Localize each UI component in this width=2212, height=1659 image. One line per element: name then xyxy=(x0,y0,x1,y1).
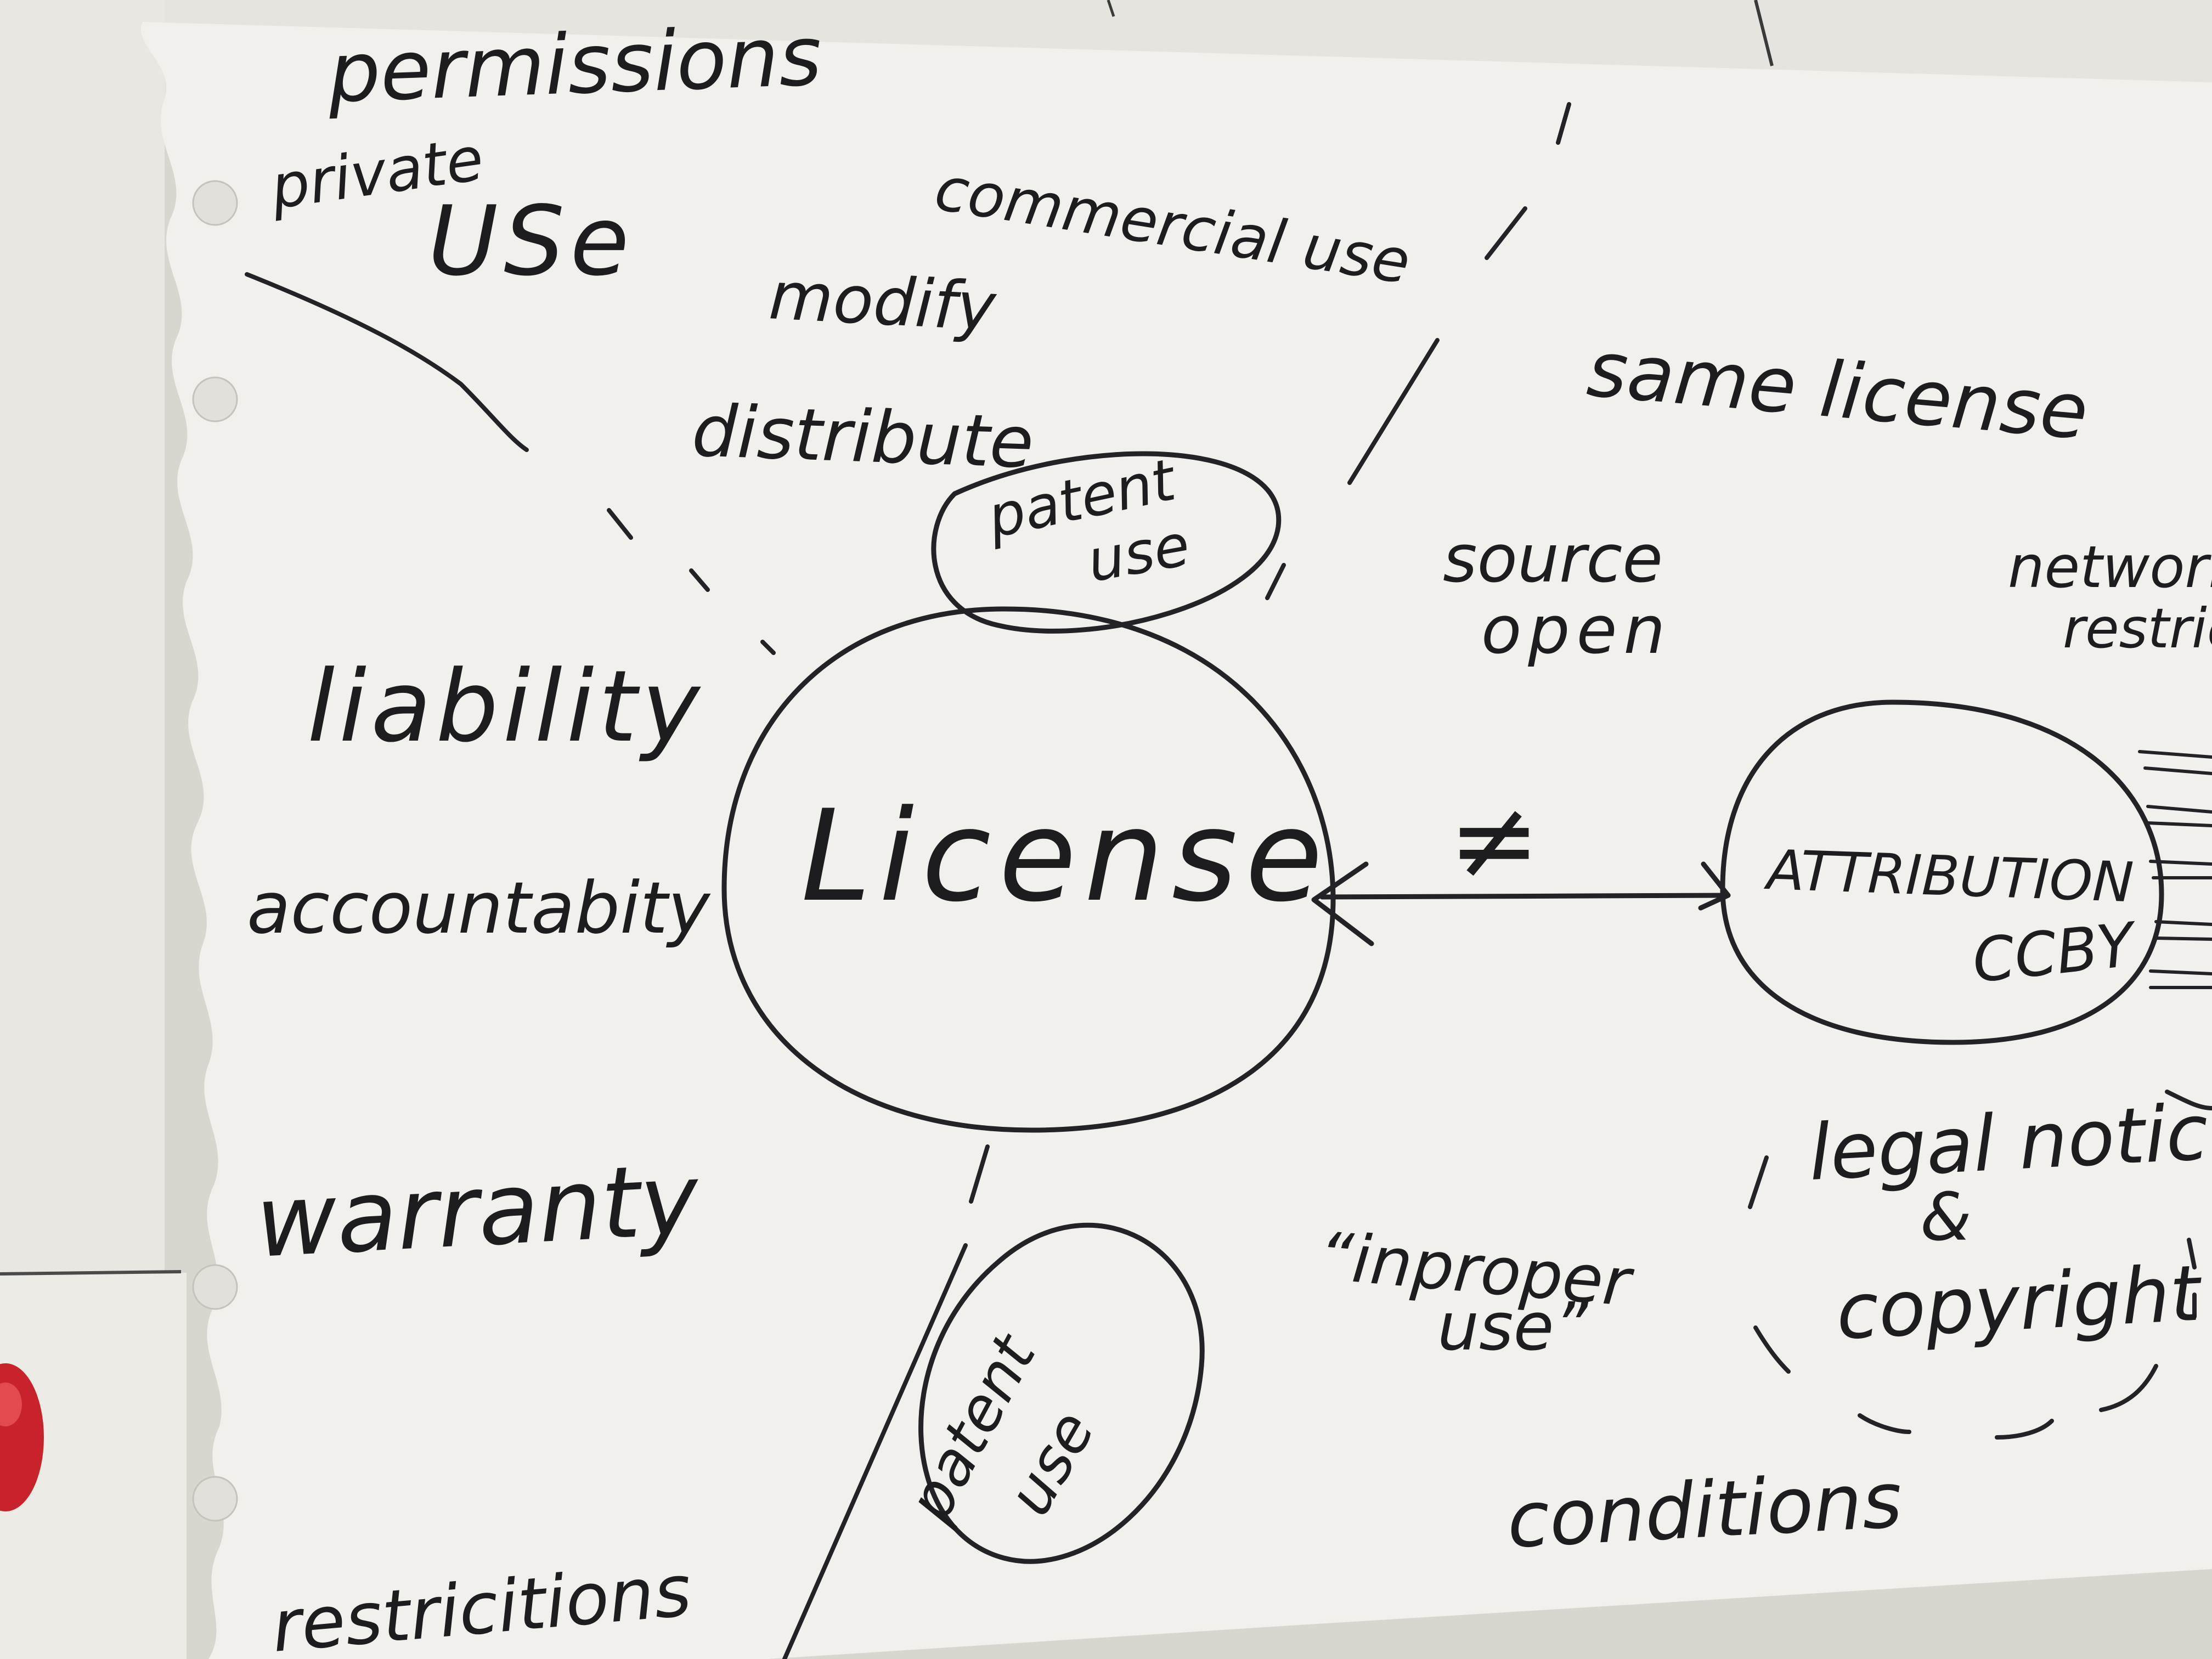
divider-upper-left-4 xyxy=(760,640,776,655)
use-label: USe xyxy=(428,186,635,297)
flipchart-paper xyxy=(140,22,2212,1659)
punch-hole xyxy=(192,376,238,422)
left-back-sheet xyxy=(0,0,165,1273)
ccby-label: CCBY xyxy=(1969,909,2141,996)
network-label: network xyxy=(2008,534,2212,601)
divider-lower-right xyxy=(1748,1155,1769,1209)
sheet-edge-line-2 xyxy=(1107,0,1115,17)
divider-right-edge xyxy=(2165,1090,2212,1319)
warranty-label: warranty xyxy=(253,1142,702,1280)
permissions-label: permissions xyxy=(326,9,823,121)
source-label: source xyxy=(1443,521,1663,597)
divider-upper-right-3 xyxy=(1347,338,1440,485)
conditions-label: conditions xyxy=(1505,1455,1904,1565)
liability-label: liability xyxy=(307,650,704,764)
sheet-fold-line xyxy=(0,1270,182,1276)
arrowhead-left xyxy=(1311,861,1374,946)
patent-use-bottom-ellipse xyxy=(918,1222,1205,1564)
divider-lower-left-2 xyxy=(782,1243,968,1659)
punch-hole xyxy=(192,1264,238,1310)
limitations-section: liability accountabity warranty xyxy=(247,650,711,1280)
divider-upper-left xyxy=(245,272,529,452)
not-equal-sign: ≠ xyxy=(1448,776,1541,904)
restric-label: restric xyxy=(2063,596,2212,661)
punch-hole xyxy=(192,1476,238,1522)
attribution-label: ATTRIBUTION xyxy=(1763,838,2135,915)
ampersand-label: & xyxy=(1920,1180,1972,1256)
attribution-circle xyxy=(1720,699,2164,1045)
arrowhead-right xyxy=(1698,861,1731,911)
conditions-section: same license source open network restric… xyxy=(1443,324,2212,1565)
divider-upper-left-3 xyxy=(689,568,710,592)
patent-use-top-ellipse xyxy=(931,451,1282,634)
divider-upper-right xyxy=(1556,102,1571,145)
divider-upper-right-2 xyxy=(1485,206,1527,260)
license-circle xyxy=(721,606,1336,1133)
divider-lower-right-2 xyxy=(1753,1325,2158,1440)
punch-hole xyxy=(192,180,238,226)
sheet-edge-line xyxy=(1754,0,1774,66)
divider-upper-right-4 xyxy=(1265,563,1286,600)
center-section: License ≠ ATTRIBUTION CCBY xyxy=(801,776,2141,996)
modify-label: modify xyxy=(767,258,998,346)
accountability-label: accountabity xyxy=(247,866,711,950)
distribute-label: distribute xyxy=(691,389,1035,484)
open-label: open xyxy=(1481,592,1672,669)
crossed-out-licenses xyxy=(2138,750,2212,989)
divider-lower-left xyxy=(969,1144,990,1204)
punch-holes xyxy=(192,180,238,1522)
copyright-label: copyright xyxy=(1834,1249,2205,1357)
license-label: License xyxy=(801,783,1330,930)
red-magnet-highlight xyxy=(0,1383,22,1426)
divider-upper-left-2 xyxy=(607,508,633,540)
double-arrow-shaft xyxy=(1319,893,1731,900)
improper-use-label: use” xyxy=(1437,1289,1588,1365)
